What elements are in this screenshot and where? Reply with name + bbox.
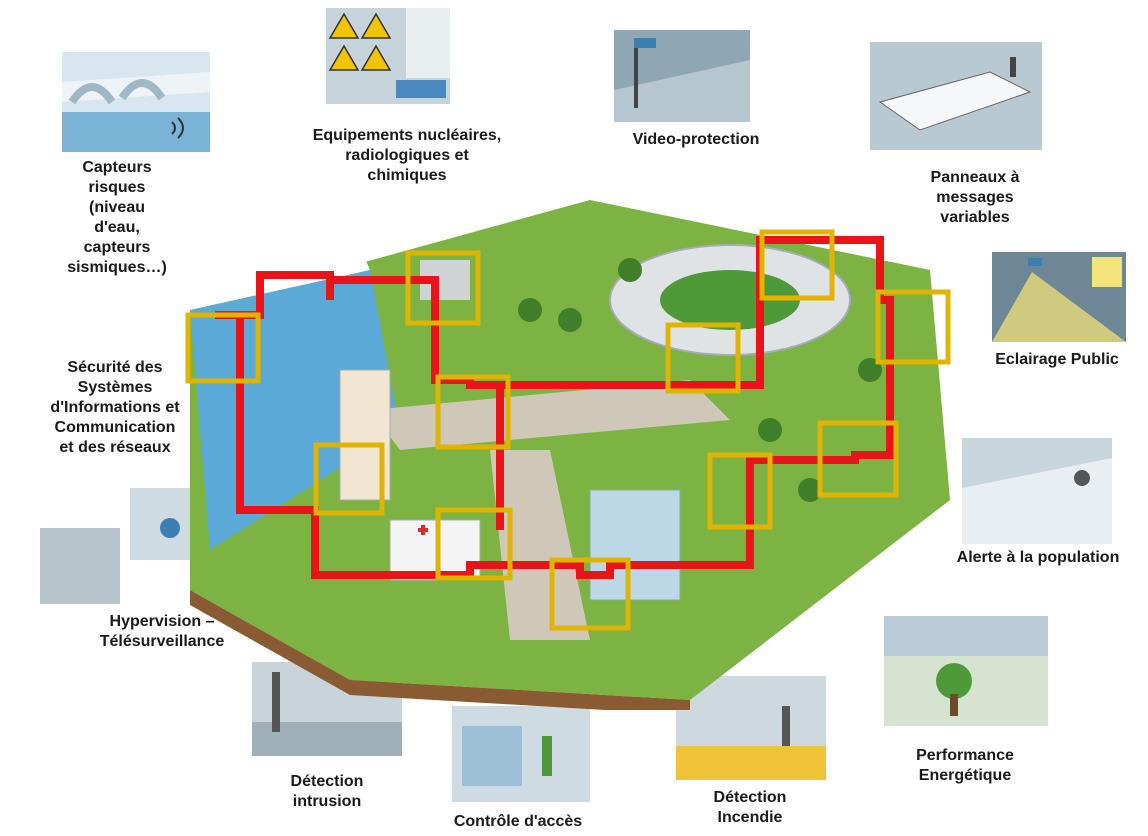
- smart-city-illustration: [185, 170, 951, 710]
- frame-wind: [665, 322, 741, 394]
- hazard-signs-thumbnail: [326, 8, 450, 104]
- wave-signal-icon: [171, 117, 184, 139]
- energy-thumbnail: [884, 616, 1048, 726]
- label-video-protection: Video-protection: [632, 131, 760, 148]
- frame-town-hall: [435, 374, 511, 450]
- label-equipements-nucleaires: Equipements nucléaires, radiologiques et…: [312, 127, 502, 184]
- frame-harbor: [185, 312, 261, 384]
- label-eclairage-public: Eclairage Public: [995, 351, 1119, 368]
- fire-detection-thumbnail: [676, 676, 826, 780]
- frame-parking: [875, 289, 951, 365]
- street-lamp-icon: [1028, 258, 1042, 266]
- label-hypervision: Hypervision – Télésurveillance: [99, 613, 225, 650]
- camera-icon: [634, 38, 656, 48]
- frame-houses: [817, 420, 899, 498]
- message-panel-thumbnail: [870, 42, 1042, 150]
- frame-tower: [313, 442, 385, 516]
- frame-apartment: [707, 452, 773, 530]
- frame-nuclear: [405, 250, 481, 326]
- frame-gate: [549, 557, 631, 631]
- label-securite-si: Sécurité des Systèmes d'Informations et …: [50, 359, 180, 456]
- street-lamp-thumbnail: [992, 252, 1126, 342]
- frame-stadium: [759, 229, 835, 301]
- antenna-icon: [1010, 57, 1016, 77]
- label-panneaux: Panneaux à messages variables: [930, 169, 1020, 226]
- label-performance: Performance Energétique: [916, 747, 1014, 784]
- label-controle-acces: Contrôle d'accès: [453, 813, 583, 830]
- label-detection-intrusion: Détection intrusion: [290, 773, 364, 810]
- access-control-thumbnail: [452, 706, 590, 802]
- frame-hospital: [435, 507, 513, 581]
- bridge-sensor-thumbnail: [62, 52, 210, 152]
- security-network-line: [215, 236, 894, 579]
- label-alerte-population: Alerte à la population: [956, 549, 1120, 566]
- label-detection-incendie: Détection Incendie: [713, 789, 787, 826]
- video-camera-thumbnail: [614, 30, 750, 122]
- alert-siren-thumbnail: [962, 438, 1112, 544]
- office-building: [589, 489, 681, 601]
- hospital-building: [389, 519, 481, 581]
- warning-sign-icon: [328, 12, 360, 39]
- label-capteurs-risques: Capteurs risques (niveau d'eau, capteurs…: [67, 159, 167, 276]
